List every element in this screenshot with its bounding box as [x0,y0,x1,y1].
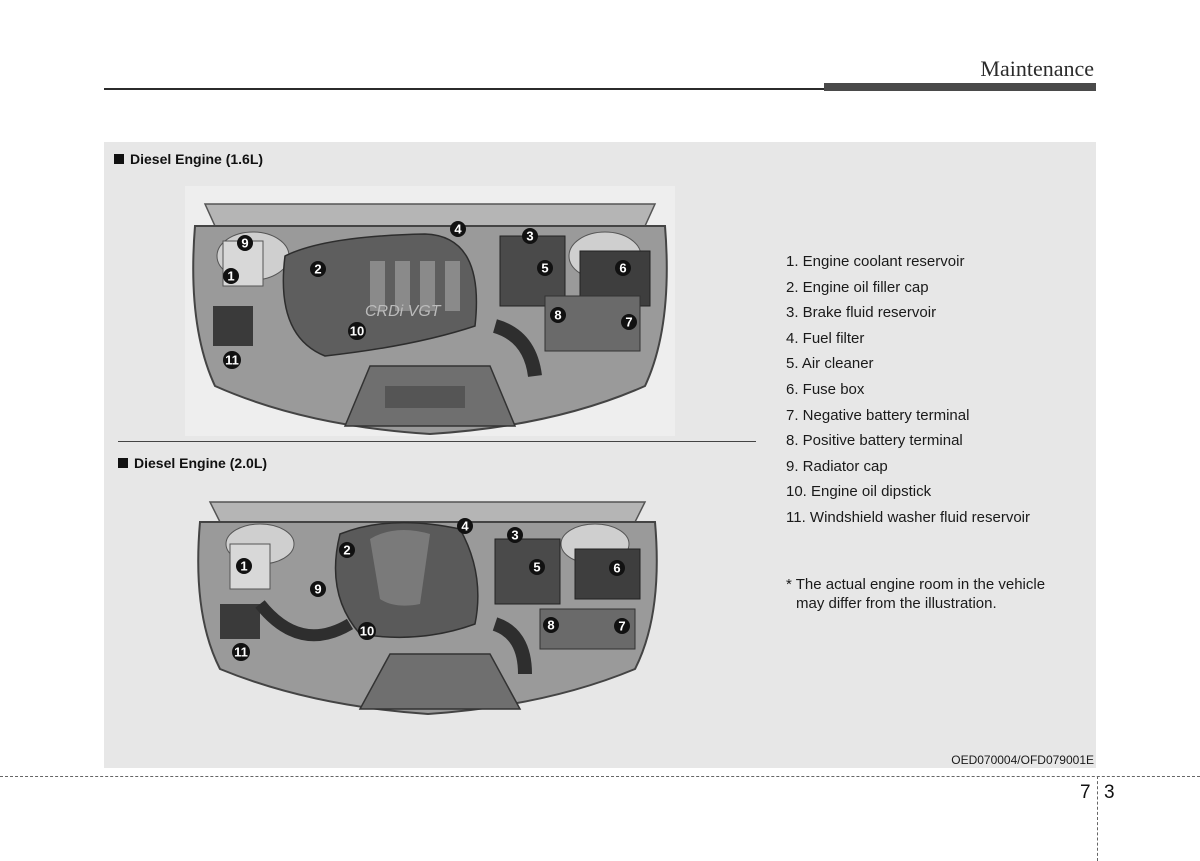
footer-vertical-rule [1097,776,1098,861]
legend-item: 3. Brake fluid reservoir [786,304,937,322]
legend-item: 6. Fuse box [786,380,865,398]
engine-illustration-1-6l: CRDi VGT [185,186,675,436]
square-bullet-icon [114,154,124,164]
section-divider [118,441,756,442]
note-line-1: * The actual engine room in the vehicle [786,576,1046,593]
legend-item: 8. Positive battery terminal [786,432,963,450]
section-heading-text: Diesel Engine (1.6L) [130,151,264,167]
legend-item: 2. Engine oil filler cap [786,278,929,296]
legend-item: 11. Windshield washer fluid reservoir [786,508,1030,526]
section-heading-2-0l: Diesel Engine (2.0L) [118,455,267,471]
square-bullet-icon [118,458,128,468]
legend-item: 10. Engine oil dipstick [786,483,932,501]
footer-dashed-rule [0,776,1200,777]
section-title: Maintenance [980,56,1094,81]
illustration-note: * The actual engine room in the vehicle … [786,575,1045,613]
header-rule [104,88,824,90]
chapter-number: 7 [1080,782,1091,803]
legend-item: 9. Radiator cap [786,457,888,475]
engine-illustration-2-0l [190,494,665,716]
component-legend: 1. Engine coolant reservoir 2. Engine oi… [786,252,1030,534]
section-heading-1-6l: Diesel Engine (1.6L) [114,151,263,167]
legend-item: 5. Air cleaner [786,355,874,373]
header-bar [824,83,1096,91]
note-line-2: may differ from the illustration. [796,595,997,612]
page-number: 3 [1104,782,1115,803]
figure-code: OED070004/OFD079001E [951,753,1094,767]
legend-item: 4. Fuel filter [786,329,865,347]
engine-badge-text: CRDi VGT [365,303,442,320]
legend-item: 1. Engine coolant reservoir [786,253,965,270]
legend-item: 7. Negative battery terminal [786,406,970,424]
section-heading-text: Diesel Engine (2.0L) [134,455,268,471]
